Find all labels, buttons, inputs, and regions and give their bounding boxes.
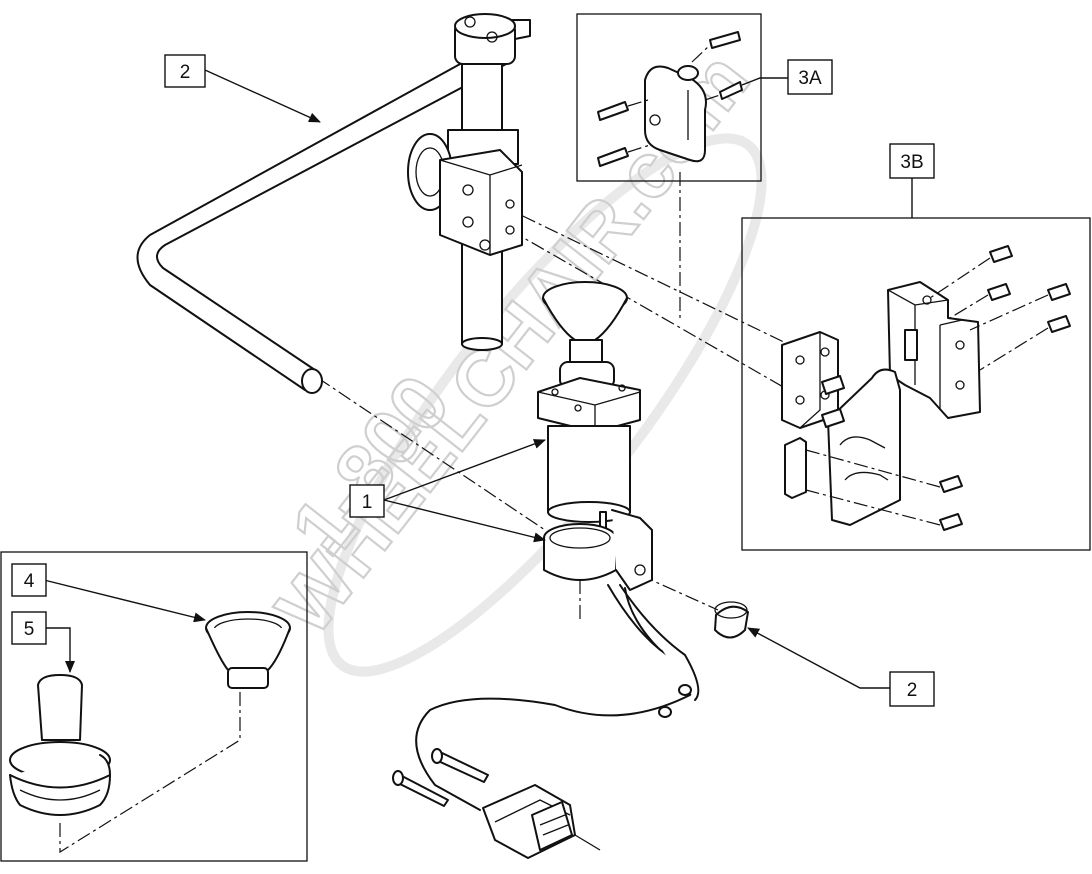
cable-connector (392, 584, 700, 859)
callout-3b: 3B (889, 143, 935, 179)
callout-2-bottom-label: 2 (907, 680, 918, 701)
inset-3a (576, 13, 762, 182)
callout-1: 1 (349, 484, 385, 518)
callout-leaders (43, 69, 913, 689)
inset-joystick-handles (0, 551, 308, 862)
callout-2-bottom: 2 (889, 671, 935, 707)
callout-4-label: 4 (24, 571, 35, 592)
end-cap (714, 601, 749, 639)
handle-bar-assembly (136, 13, 531, 394)
callout-3a-label: 3A (798, 68, 822, 89)
callout-5-label: 5 (24, 619, 35, 640)
callout-3b-label: 3B (900, 152, 923, 173)
callout-3a: 3A (787, 59, 833, 95)
callout-1-label: 1 (362, 492, 373, 513)
callout-5: 5 (11, 611, 47, 645)
inset-3b (741, 217, 1091, 551)
callout-2-top: 2 (164, 54, 206, 88)
callout-2-top-label: 2 (180, 62, 191, 83)
callout-4: 4 (11, 563, 47, 597)
